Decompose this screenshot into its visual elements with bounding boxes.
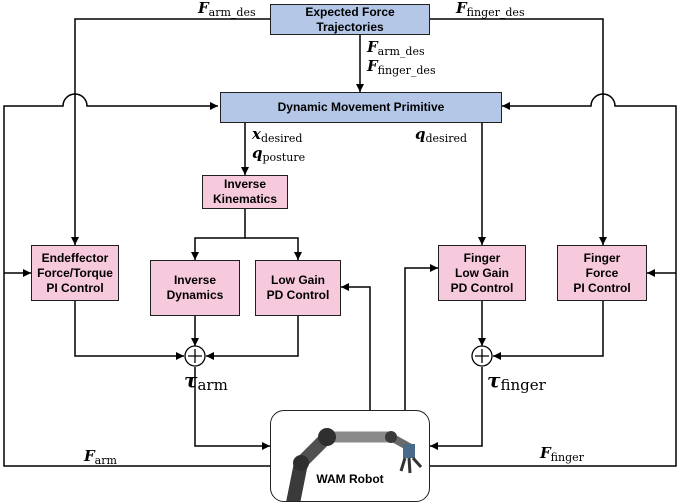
label-f-finger-des-top: Ffinger_des: [456, 0, 525, 19]
inverse-dynamics-label: Inverse Dynamics: [166, 273, 224, 302]
label-q-desired: qdesired: [415, 125, 468, 145]
line-sum-arm-to-robot: [194, 367, 270, 450]
label-f-finger: Ffinger: [540, 444, 584, 464]
line-ik-to-pd: [245, 237, 302, 260]
line-sum-finger-to-robot: [430, 367, 483, 450]
label-f-arm-des-mid: Farm_des: [367, 38, 425, 58]
line-f-arm-des: [71, 18, 270, 245]
line-f-finger-feedback: [430, 93, 677, 467]
inverse-dynamics-box: Inverse Dynamics: [150, 260, 240, 316]
low-gain-pd-control-label: Low Gain PD Control: [266, 273, 330, 302]
endeffector-control-label: Endeffector Force/Torque PI Control: [37, 250, 113, 295]
low-gain-pd-control-box: Low Gain PD Control: [255, 260, 341, 316]
label-f-finger-des-mid: Ffinger_des: [367, 57, 436, 77]
label-f-arm-des-top: Farm_des: [198, 0, 256, 19]
sum-arm: [184, 345, 206, 367]
label-tau-arm: τarm: [184, 368, 228, 394]
line-ik-split: [191, 209, 246, 260]
inverse-kinematics-label: Inverse Kinematics: [212, 177, 278, 206]
wam-robot-box: WAM Robot: [270, 410, 430, 502]
dynamic-movement-primitive-box: Dynamic Movement Primitive: [220, 92, 502, 123]
label-x-desired: xdesired: [252, 125, 303, 145]
robot-arm-icon: [286, 428, 423, 501]
line-f-arm-feedback: [3, 93, 270, 467]
line-f-finger-des: [430, 18, 607, 245]
label-tau-finger: τfinger: [487, 368, 546, 394]
line-ee-to-sum: [74, 301, 184, 360]
line-fforce-to-sum: [493, 301, 604, 360]
sum-finger: [471, 345, 493, 367]
expected-force-trajectories-label: Expected Force Trajectories: [305, 4, 395, 34]
wam-robot-label: WAM Robot: [316, 472, 384, 486]
dmp-label: Dynamic Movement Primitive: [277, 100, 445, 114]
line-robot-to-fpd: [404, 264, 438, 410]
expected-force-trajectories-box: Expected Force Trajectories: [270, 4, 430, 35]
line-robot-to-pd: [341, 283, 371, 410]
inverse-kinematics-box: Inverse Kinematics: [202, 175, 288, 209]
endeffector-control-box: Endeffector Force/Torque PI Control: [31, 245, 119, 301]
line-pd-to-sum: [206, 316, 299, 360]
label-q-posture: qposture: [252, 144, 306, 164]
finger-force-control-box: Finger Force PI Control: [557, 245, 647, 301]
finger-force-control-label: Finger Force PI Control: [573, 250, 631, 295]
finger-pd-control-label: Finger Low Gain PD Control: [450, 250, 514, 295]
label-f-arm: Farm: [84, 447, 117, 467]
finger-pd-control-box: Finger Low Gain PD Control: [438, 245, 526, 301]
